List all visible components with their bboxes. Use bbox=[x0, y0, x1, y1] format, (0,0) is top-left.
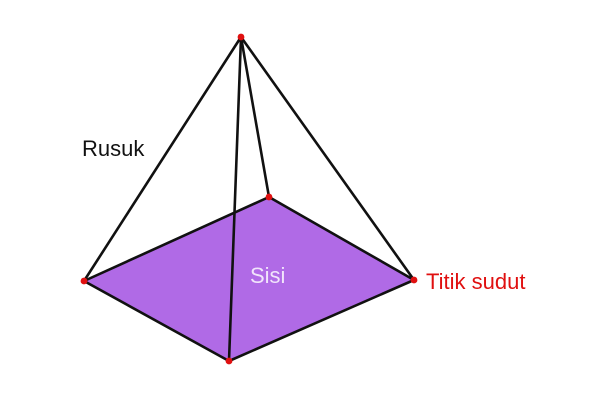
base-face bbox=[82, 195, 416, 363]
vertex-left bbox=[80, 277, 88, 285]
vertex-right bbox=[410, 276, 418, 284]
edge-apex-right bbox=[239, 35, 416, 282]
vertex-apex bbox=[237, 33, 245, 41]
edge-apex-back bbox=[239, 35, 271, 199]
vertex-back bbox=[265, 193, 273, 201]
vertex-front bbox=[225, 357, 233, 365]
edge-label: Rusuk bbox=[82, 136, 145, 161]
vertex-label: Titik sudut bbox=[426, 269, 526, 294]
face-label: Sisi bbox=[250, 263, 286, 288]
edge-apex-front bbox=[227, 35, 243, 363]
edge-apex-left bbox=[82, 35, 243, 283]
